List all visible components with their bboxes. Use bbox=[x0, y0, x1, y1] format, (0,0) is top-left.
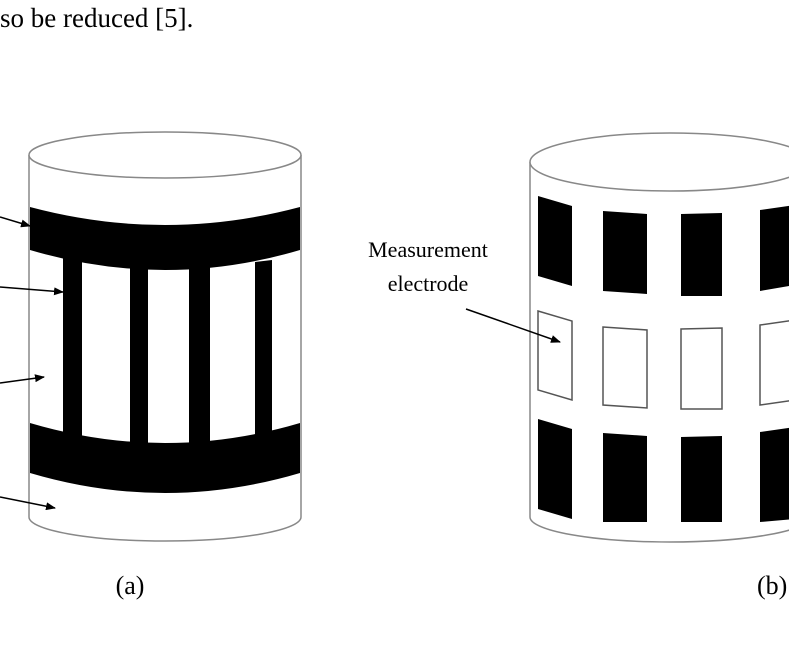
caption-a: (a) bbox=[116, 571, 145, 600]
guard-electrode bbox=[538, 196, 572, 286]
body-text: so be reduced [5]. bbox=[0, 3, 193, 33]
cylinder-b-top bbox=[529, 132, 789, 192]
measurement-electrode bbox=[537, 309, 573, 402]
measurement-electrode bbox=[759, 320, 789, 406]
label-electrode: electrode bbox=[388, 271, 469, 296]
pointer-arrow bbox=[0, 496, 56, 511]
guard-electrode bbox=[603, 211, 647, 294]
guard-electrode bbox=[681, 436, 722, 522]
guard-strip bbox=[189, 267, 210, 445]
measurement-electrode-arrow bbox=[465, 308, 561, 343]
cylinder-b bbox=[465, 132, 789, 543]
guard-strip bbox=[63, 250, 82, 440]
guard-band-bottom bbox=[30, 423, 300, 493]
caption-b: (b) bbox=[757, 571, 787, 600]
guard-electrode bbox=[760, 427, 789, 522]
guard-strip bbox=[130, 266, 148, 445]
guard-band-top bbox=[30, 207, 300, 270]
guard-strip bbox=[255, 260, 272, 440]
measurement-electrode bbox=[602, 326, 648, 409]
label-measurement: Measurement bbox=[368, 237, 488, 262]
measurement-electrode bbox=[680, 327, 723, 410]
cylinder-a bbox=[0, 131, 302, 542]
cylinder-b-body bbox=[529, 162, 789, 543]
pointer-arrow bbox=[0, 286, 64, 296]
guard-electrode bbox=[760, 205, 789, 291]
guard-electrode bbox=[681, 213, 722, 296]
cylinder-a-top bbox=[28, 131, 302, 179]
pointer-arrow bbox=[0, 374, 45, 384]
pointer-arrow bbox=[0, 216, 31, 228]
guard-electrode bbox=[603, 433, 647, 522]
guard-electrode bbox=[538, 419, 572, 519]
